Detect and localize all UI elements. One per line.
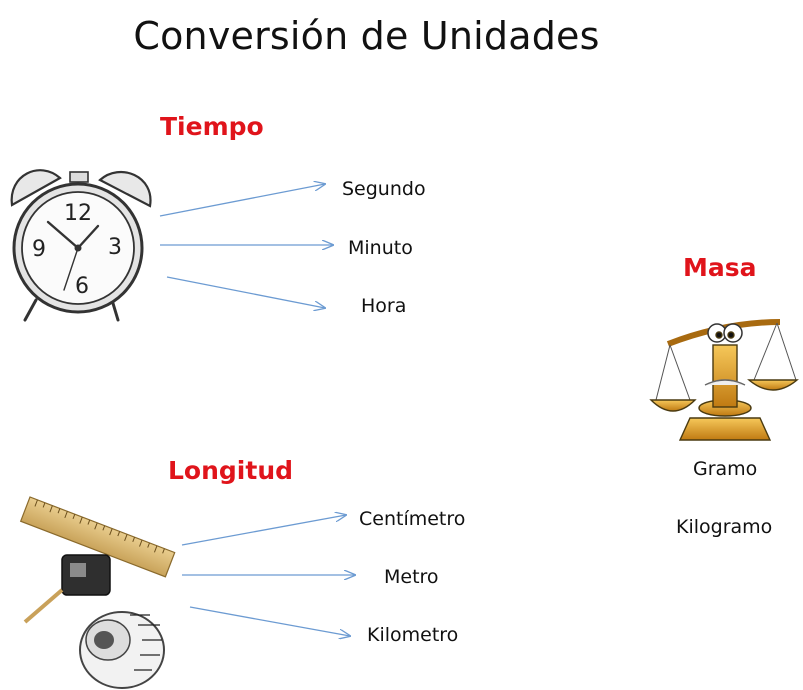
arrow-tiempo-segundo bbox=[159, 184, 325, 217]
clock-numeral-6: 6 bbox=[75, 274, 89, 299]
arrow-longitud-kilometro bbox=[189, 606, 350, 636]
arrow-longitud-centimetro bbox=[181, 515, 346, 546]
unit-kilometro: Kilometro bbox=[367, 624, 459, 646]
heading-masa: Masa bbox=[683, 253, 757, 282]
balance-scale-icon bbox=[649, 319, 799, 441]
page-title: Conversión de Unidades bbox=[133, 14, 600, 58]
unit-metro: Metro bbox=[384, 566, 439, 588]
unit-gramo: Gramo bbox=[693, 458, 758, 480]
unit-segundo: Segundo bbox=[342, 178, 426, 200]
ruler-and-tape-measure-icon bbox=[19, 496, 176, 689]
clock-numeral-12: 12 bbox=[64, 201, 92, 226]
clock-numeral-3: 3 bbox=[108, 235, 122, 260]
clock-numeral-9: 9 bbox=[32, 237, 46, 262]
unit-hora: Hora bbox=[361, 295, 407, 317]
heading-longitud: Longitud bbox=[168, 456, 294, 485]
unit-minuto: Minuto bbox=[348, 237, 413, 259]
unit-centimetro: Centímetro bbox=[359, 508, 466, 530]
heading-tiempo: Tiempo bbox=[160, 112, 264, 141]
unit-kilogramo: Kilogramo bbox=[676, 516, 773, 538]
alarm-clock-icon bbox=[10, 169, 152, 322]
arrow-tiempo-hora bbox=[166, 276, 325, 308]
